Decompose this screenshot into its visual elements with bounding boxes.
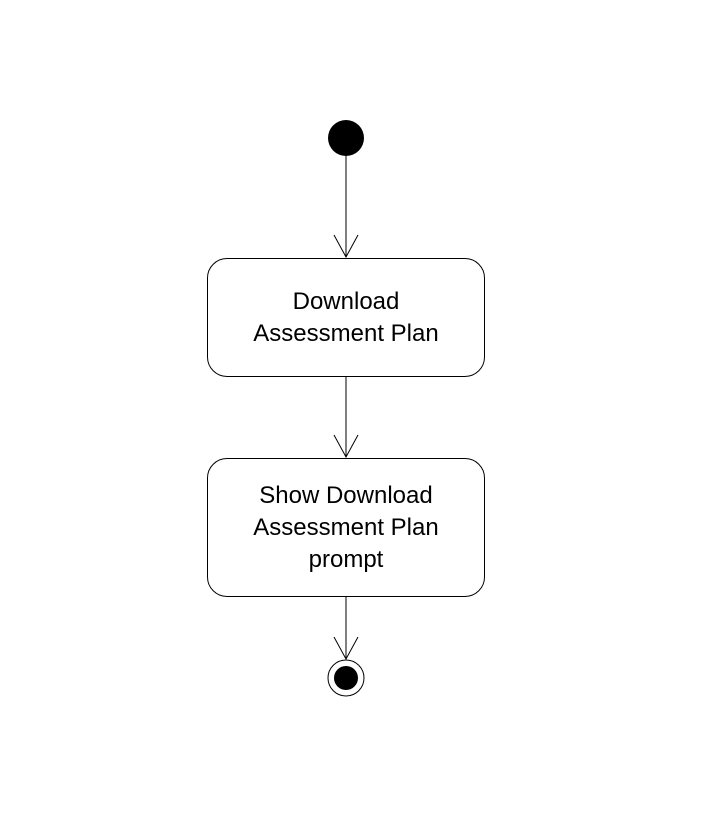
- action-label: Show Download Assessment Plan prompt: [253, 481, 439, 573]
- transition-prompt-to-final: [333, 597, 359, 661]
- arrowhead-icon: [333, 636, 359, 661]
- action-download-assessment-plan: Download Assessment Plan: [207, 258, 485, 377]
- arrowhead-icon: [333, 434, 359, 459]
- arrowhead-icon: [333, 234, 359, 259]
- final-node: [327, 659, 365, 697]
- action-label: Download Assessment Plan: [253, 287, 439, 347]
- transition-download-to-prompt: [333, 377, 359, 459]
- initial-node: [328, 120, 364, 156]
- transition-start-to-download: [333, 156, 359, 259]
- action-show-download-prompt: Show Download Assessment Plan prompt: [207, 458, 485, 597]
